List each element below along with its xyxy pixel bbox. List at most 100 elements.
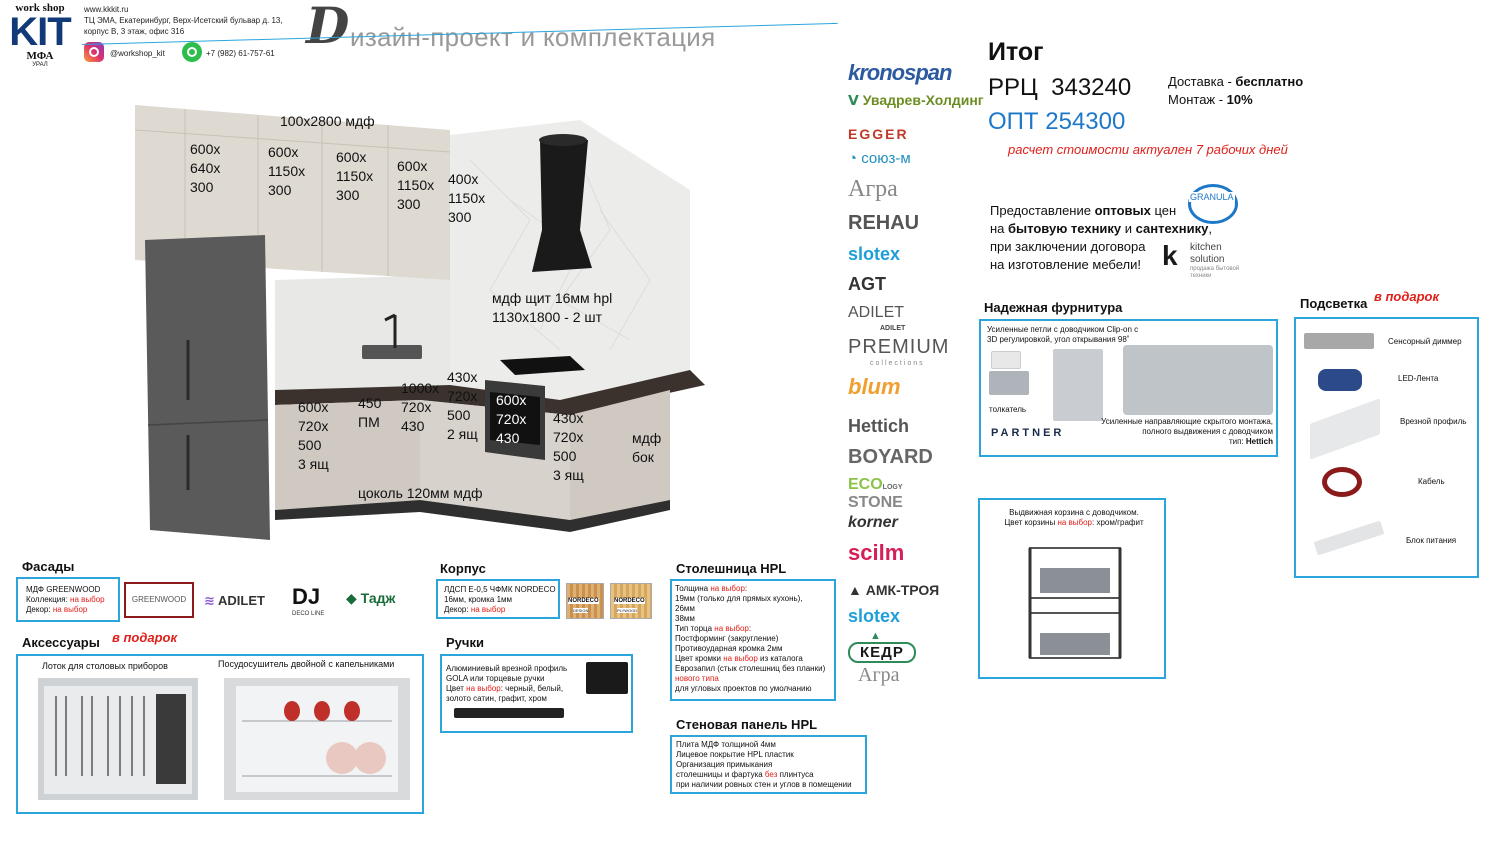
kit-logo: work shop KIT МФА УРАЛ [4, 2, 76, 80]
wholesale-offer: Предоставление оптовых цен на бытовую те… [990, 203, 1212, 272]
hinge-text-1: Усиленные петли с доводчиком Clip-on с [987, 325, 1139, 334]
lighting-box: Сенсорный диммер LED-Лента Врезной профи… [1294, 317, 1479, 578]
worktop-line-10: нового типа [675, 674, 719, 683]
handles-box: Алюминиевый врезной профиль GOLA или тор… [440, 654, 633, 733]
wallpanel-box: Плита МДФ толщиной 4мм Лицевое покрытие … [670, 735, 867, 794]
korpus-edge: 16мм, кромка 1мм [444, 595, 513, 604]
cable-image [1322, 467, 1362, 497]
handles-text-3: Цвет на выбор: черный, белый, [446, 684, 564, 693]
wallpanel-line-2: Лицевое покрытие HPL пластик [676, 750, 794, 759]
brand-adilet-small: ADILET [880, 325, 906, 332]
lighting-item-cable: Кабель [1418, 477, 1445, 486]
backsplash-left [275, 275, 450, 390]
kitchen-solution-logo: kitchen solution продажа бытовой техники [1190, 242, 1240, 279]
brand-premium: PREMIUM [848, 336, 950, 358]
brand-amk-troya: ▲ АМК-ТРОЯ [848, 582, 940, 598]
cutlery-tray-image [38, 678, 198, 800]
worktop-line-5: Тип торца на выбор: [675, 624, 752, 633]
hardware-title: Надежная фурнитура [984, 300, 1123, 315]
worktop-line-11: для угловых проектов по умолчанию [675, 684, 812, 693]
worktop-line-8: Цвет кромки на выбор из каталога [675, 654, 803, 663]
basket-text-1: Выдвижная корзина с доводчиком. [1009, 508, 1139, 517]
wallpanel-line-1: Плита МДФ толщиной 4мм [676, 740, 776, 749]
handles-text-2: GOLA или торцевые ручки [446, 674, 545, 683]
delivery-info: Доставка - бесплатно Монтаж - 10% [1168, 74, 1304, 107]
nordeco-plywood-sample: NORDECO PLYWOOD [610, 583, 652, 619]
facades-decor: Декор: на выбор [26, 605, 88, 614]
brand-kedr: КЕДР [848, 642, 916, 663]
lighting-item-dimmer: Сенсорный диммер [1388, 337, 1462, 346]
adilet-logo: ≋ ADILET [204, 593, 265, 608]
gola-profile-image [586, 662, 628, 694]
korpus-box: ЛДСП Е-0,5 ЧФМК NORDECO 16мм, кромка 1мм… [436, 579, 560, 619]
brand-premium-collections: collections [870, 360, 925, 367]
led-strip-image [1318, 369, 1362, 391]
worktop-line-2: 19мм (только для прямых кухонь), [675, 594, 803, 603]
end-handle-image [454, 708, 564, 718]
label-lower-6: 430х 720х 500 3 ящ [553, 410, 584, 483]
rails-text-1: Усиленные направляющие скрытого монтажа, [1101, 417, 1273, 426]
lighting-item-led: LED-Лента [1398, 374, 1439, 383]
brand-rehau: REHAU [848, 212, 920, 234]
brand-agra: Агра [848, 176, 898, 202]
decoline-logo: DECO LINE [292, 611, 325, 617]
total-title: Итог [988, 38, 1044, 66]
label-lower-4: 430х 720х 500 2 ящ [447, 369, 478, 442]
upper-cabinets [135, 105, 450, 280]
label-lower-2: 450 ПМ [358, 395, 382, 430]
label-top-panel: 100х2800 мдф [280, 113, 375, 129]
granula-logo: GRANULA [1186, 180, 1242, 224]
kitchen-render [134, 105, 705, 540]
brand-hettich: Hettich [848, 416, 910, 436]
label-upper-1: 600х 640х 300 [190, 141, 221, 195]
power-supply-image [1313, 520, 1385, 556]
tray-label: Лоток для столовых приборов [42, 661, 168, 671]
brand-uvadrev: ꓦ Увадрев-Холдинг [848, 92, 984, 108]
pusher-image [991, 351, 1021, 369]
greenwood-logo: GREENWOOD [124, 582, 194, 618]
logo-kit-text: KIT [9, 10, 71, 54]
kedr-tree-icon: ▲ [870, 630, 881, 642]
dryer-label: Посудосушитель двойной с капельниками [218, 659, 395, 669]
label-wall-shield: мдф щит 16мм hpl 1130х1800 - 2 шт [492, 290, 613, 325]
profile-image [1310, 398, 1380, 460]
worktop-line-7: Противоударная кромка 2мм [675, 644, 783, 653]
worktop-line-4: 38мм [675, 614, 695, 623]
pusher-base-image [989, 371, 1029, 395]
dimmer-image [1304, 333, 1374, 349]
instagram-handle[interactable]: @workshop_kit [110, 49, 165, 58]
decoline-icon: DJ [292, 584, 321, 609]
worktop-line-1: Толщина на выбор: [675, 584, 748, 593]
facades-title: Фасады [22, 559, 75, 574]
korpus-decor: Декор: на выбор [444, 605, 506, 614]
wallpanel-line-3: Организация примыкания [676, 760, 773, 769]
logo-workshop-text: work shop [15, 2, 65, 14]
accessories-title: Аксессуары [22, 635, 100, 650]
label-side-panel: мдф бок [632, 430, 662, 465]
brand-scilm: scilm [848, 540, 905, 565]
title-initial: D [306, 0, 350, 55]
handles-text-1: Алюминиевый врезной профиль [446, 664, 568, 673]
korpus-title: Корпус [440, 561, 486, 576]
handles-title: Ручки [446, 635, 484, 650]
lower-left-cabinets [275, 400, 420, 510]
lighting-item-profile: Врезной профиль [1400, 417, 1467, 426]
phone-number[interactable]: +7 (982) 61-757-61 [206, 49, 275, 58]
lower-right-cabinets [570, 390, 670, 520]
hinge-image [1053, 349, 1103, 421]
handles-text-4: золото сатин, графит, хром [446, 694, 547, 703]
facades-box: МДФ GREENWOOD Коллекция: на выбор Декор:… [16, 577, 120, 622]
worktop-line-6: Постформинг (закругление) [675, 634, 779, 643]
label-upper-2: 600х 1150х 300 [268, 144, 306, 198]
hob [500, 356, 585, 375]
brand-slotex: slotex [848, 244, 901, 264]
site-link[interactable]: www.kkkit.ru [84, 5, 129, 14]
facades-material: МДФ GREENWOOD [26, 585, 101, 594]
worktop-line-9: Еврозапил (стык столешниц без планки) [675, 664, 826, 673]
brand-boyard: BOYARD [848, 446, 933, 468]
address-line-1: ТЦ ЭМА, Екатеринбург, Верх-Исетский буль… [84, 16, 283, 25]
whatsapp-icon [182, 42, 202, 62]
tadj-logo: ◆ Тадж [346, 590, 396, 606]
facades-collection: Коллекция: на выбор [26, 595, 105, 604]
brand-korner: korner [848, 514, 898, 531]
